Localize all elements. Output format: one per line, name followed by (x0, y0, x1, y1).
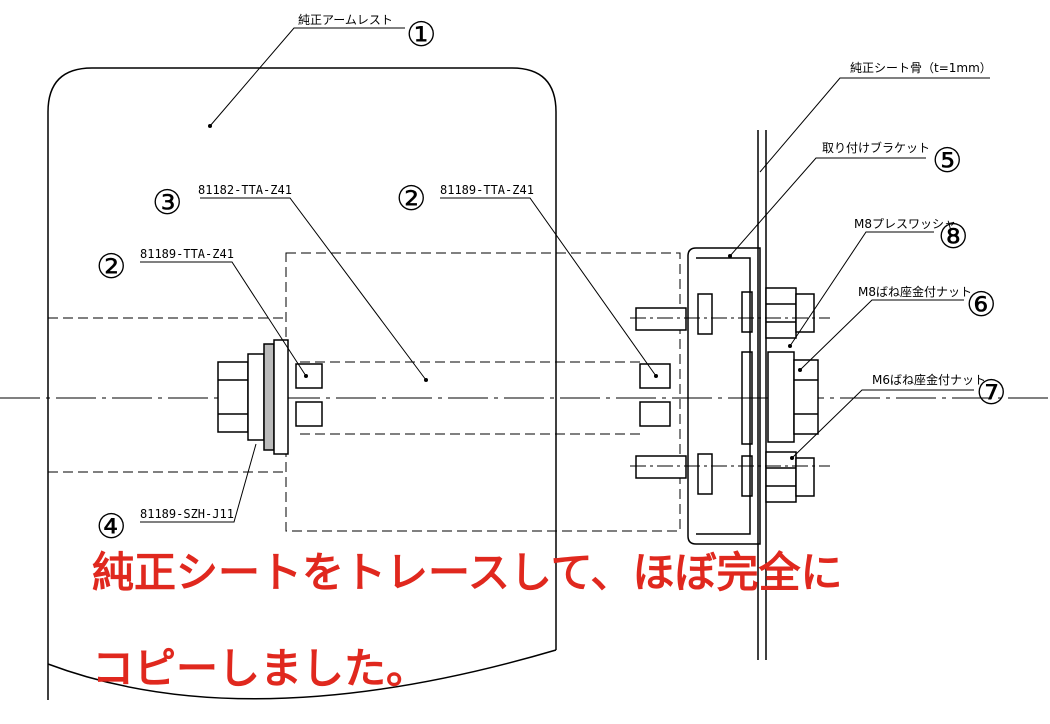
callout-2-left: ② (96, 247, 126, 287)
callout-8: ⑧ (938, 217, 968, 257)
seat-frame-label: 純正シート骨（t=1mm） (850, 61, 992, 75)
caption-line-1: 純正シートをトレースして、ほぼ完全に (92, 548, 843, 597)
callout-1: ① (406, 15, 436, 55)
callout-7: ⑦ (976, 373, 1006, 413)
seat-frame (757, 130, 767, 660)
callout-3: ③ (152, 183, 182, 223)
bracket (687, 247, 761, 545)
callout-4: ④ (96, 507, 126, 547)
leader-dots (208, 124, 802, 460)
bracket-label: 取り付けブラケット (822, 140, 930, 155)
right-spacers (635, 307, 687, 479)
left-bolt-assembly (217, 339, 323, 455)
caption-line-2: コピーしました。 (92, 644, 429, 693)
m8-nut-label: M8ばね座金付ナット (858, 284, 972, 299)
leader-lines (140, 27, 990, 523)
part-number-4: 81189-SZH-J11 (140, 507, 234, 521)
stud-center-lines (630, 317, 830, 467)
right-nuts (765, 287, 819, 503)
callout-6: ⑥ (966, 285, 996, 325)
part-number-3: 81182-TTA-Z41 (198, 183, 292, 197)
part-number-2-right: 81189-TTA-Z41 (440, 183, 534, 197)
part-number-2-left: 81189-TTA-Z41 (140, 247, 234, 261)
callout-2-right: ② (396, 179, 426, 219)
armrest-label: 純正アームレスト (298, 13, 393, 27)
m8-washer-label: M8プレスワッシャ (854, 217, 956, 231)
m6-nut-label: M6ばね座金付ナット (872, 372, 986, 387)
callout-5: ⑤ (932, 141, 962, 181)
armrest-outline (47, 67, 557, 700)
